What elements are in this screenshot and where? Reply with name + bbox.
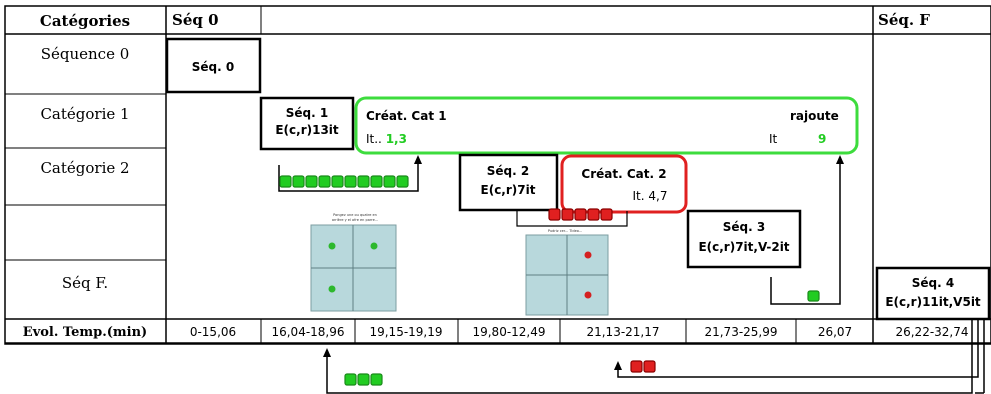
- header-seq0: Séq 0: [172, 11, 219, 29]
- seq1-detail: E(c,r)13it: [275, 123, 339, 137]
- thumbnail-left-caption-1: Pongez une ou quatre en: [333, 213, 377, 217]
- green-marker: [292, 175, 305, 188]
- row-label-categorie-1: Catégorie 1: [40, 105, 129, 123]
- seq2-detail: E(c,r)7it: [481, 183, 536, 197]
- creat-cat2-it: It. 4,7: [633, 189, 668, 203]
- time-cell: 16,04-18,96: [271, 325, 344, 339]
- creat-cat2-box: Créat. Cat. 2 It. 4,7: [560, 154, 688, 214]
- green-marker: [331, 175, 344, 188]
- red-marker: [643, 360, 656, 373]
- time-cell: 19,15-19,19: [369, 325, 442, 339]
- time-cell: 21,13-21,17: [586, 325, 659, 339]
- creat-cat1-title: Créat. Cat 1: [366, 109, 447, 123]
- time-cell: 0-15,06: [190, 325, 236, 339]
- green-marker-row: [279, 175, 409, 188]
- time-cell: 19,80-12,49: [472, 325, 545, 339]
- creat-cat1-box: Créat. Cat 1 It.. 1,3 rajoute It 9: [354, 96, 859, 155]
- red-marker: [561, 208, 574, 221]
- creat-cat1-it2-label: It: [769, 132, 778, 146]
- red-marker-row: [548, 208, 613, 221]
- arrow-seq3-to-cat1: [770, 155, 844, 305]
- time-cell: 26,07: [818, 325, 852, 339]
- green-marker: [357, 373, 370, 386]
- green-marker: [383, 175, 396, 188]
- red-marker: [574, 208, 587, 221]
- green-marker: [344, 373, 357, 386]
- thumb-dot: [370, 242, 378, 250]
- thumbnail-left: Pongez une ou quatre en arrière y el ofr…: [310, 213, 397, 312]
- green-marker: [370, 373, 383, 386]
- footer-label: Evol. Temp.(min): [23, 325, 147, 340]
- time-cell: 21,73-25,99: [704, 325, 777, 339]
- green-marker-bottom: [344, 373, 383, 386]
- thumb-dot: [328, 242, 336, 250]
- seq0-label: Séq. 0: [192, 60, 234, 74]
- red-marker-bottom: [630, 360, 656, 373]
- arrow-seq1-to-cat1: [278, 155, 422, 192]
- bottom-return-arrows: [323, 320, 985, 394]
- thumbnail-left-caption-2: arrière y el ofre en parre...: [332, 218, 378, 222]
- row-label-categorie-2: Catégorie 2: [40, 159, 129, 177]
- seq3-title: Séq. 3: [723, 220, 765, 234]
- seq3-detail: E(c,r)7it,V-2it: [698, 240, 789, 254]
- creat-cat1-it-value: 1,3: [386, 132, 407, 146]
- red-marker: [630, 360, 643, 373]
- thumbnail-right-caption: Pudriz cer... Tideo...: [548, 229, 582, 233]
- seq0-box: Séq. 0: [165, 37, 262, 94]
- header-seqF: Séq. F: [878, 11, 930, 29]
- green-marker: [279, 175, 292, 188]
- seq2-title: Séq. 2: [487, 164, 529, 178]
- time-cell: 26,22-32,74: [895, 325, 968, 339]
- creat-cat2-title: Créat. Cat. 2: [581, 167, 666, 181]
- green-marker: [357, 175, 370, 188]
- creat-cat1-rajoute: rajoute: [790, 109, 839, 123]
- creat-cat1-it2-value: 9: [818, 132, 826, 146]
- table-grid: [4, 5, 991, 345]
- bracket-seq2-cat2: [516, 211, 628, 227]
- seq3-box: Séq. 3 E(c,r)7it,V-2it: [686, 209, 802, 269]
- thumb-dot: [584, 251, 592, 259]
- thumb-dot: [584, 291, 592, 299]
- green-marker: [370, 175, 383, 188]
- seq2-box: Séq. 2 E(c,r)7it: [458, 153, 559, 212]
- seq1-title: Séq. 1: [286, 106, 328, 120]
- red-marker: [587, 208, 600, 221]
- seq1-box: Séq. 1 E(c,r)13it: [259, 96, 355, 151]
- creat-cat1-it-label: It..: [366, 132, 386, 146]
- thumb-dot: [328, 285, 336, 293]
- green-marker: [305, 175, 318, 188]
- red-marker: [548, 208, 561, 221]
- thumbnail-right: Pudriz cer... Tideo...: [525, 229, 609, 316]
- green-marker: [396, 175, 409, 188]
- red-marker: [600, 208, 613, 221]
- creat-cat1-it: It.. 1,3: [366, 132, 407, 146]
- seq4-title: Séq. 4: [912, 276, 954, 290]
- green-marker: [318, 175, 331, 188]
- seq4-detail: E(c,r)11it,V5it: [885, 295, 981, 309]
- row-label-seq-f: Séq F.: [62, 274, 108, 292]
- green-marker-seq3: [807, 290, 820, 302]
- green-marker: [344, 175, 357, 188]
- seq4-box: Séq. 4 E(c,r)11it,V5it: [875, 266, 991, 321]
- row-label-sequence-0: Séquence 0: [41, 45, 130, 63]
- header-categories: Catégories: [40, 12, 130, 30]
